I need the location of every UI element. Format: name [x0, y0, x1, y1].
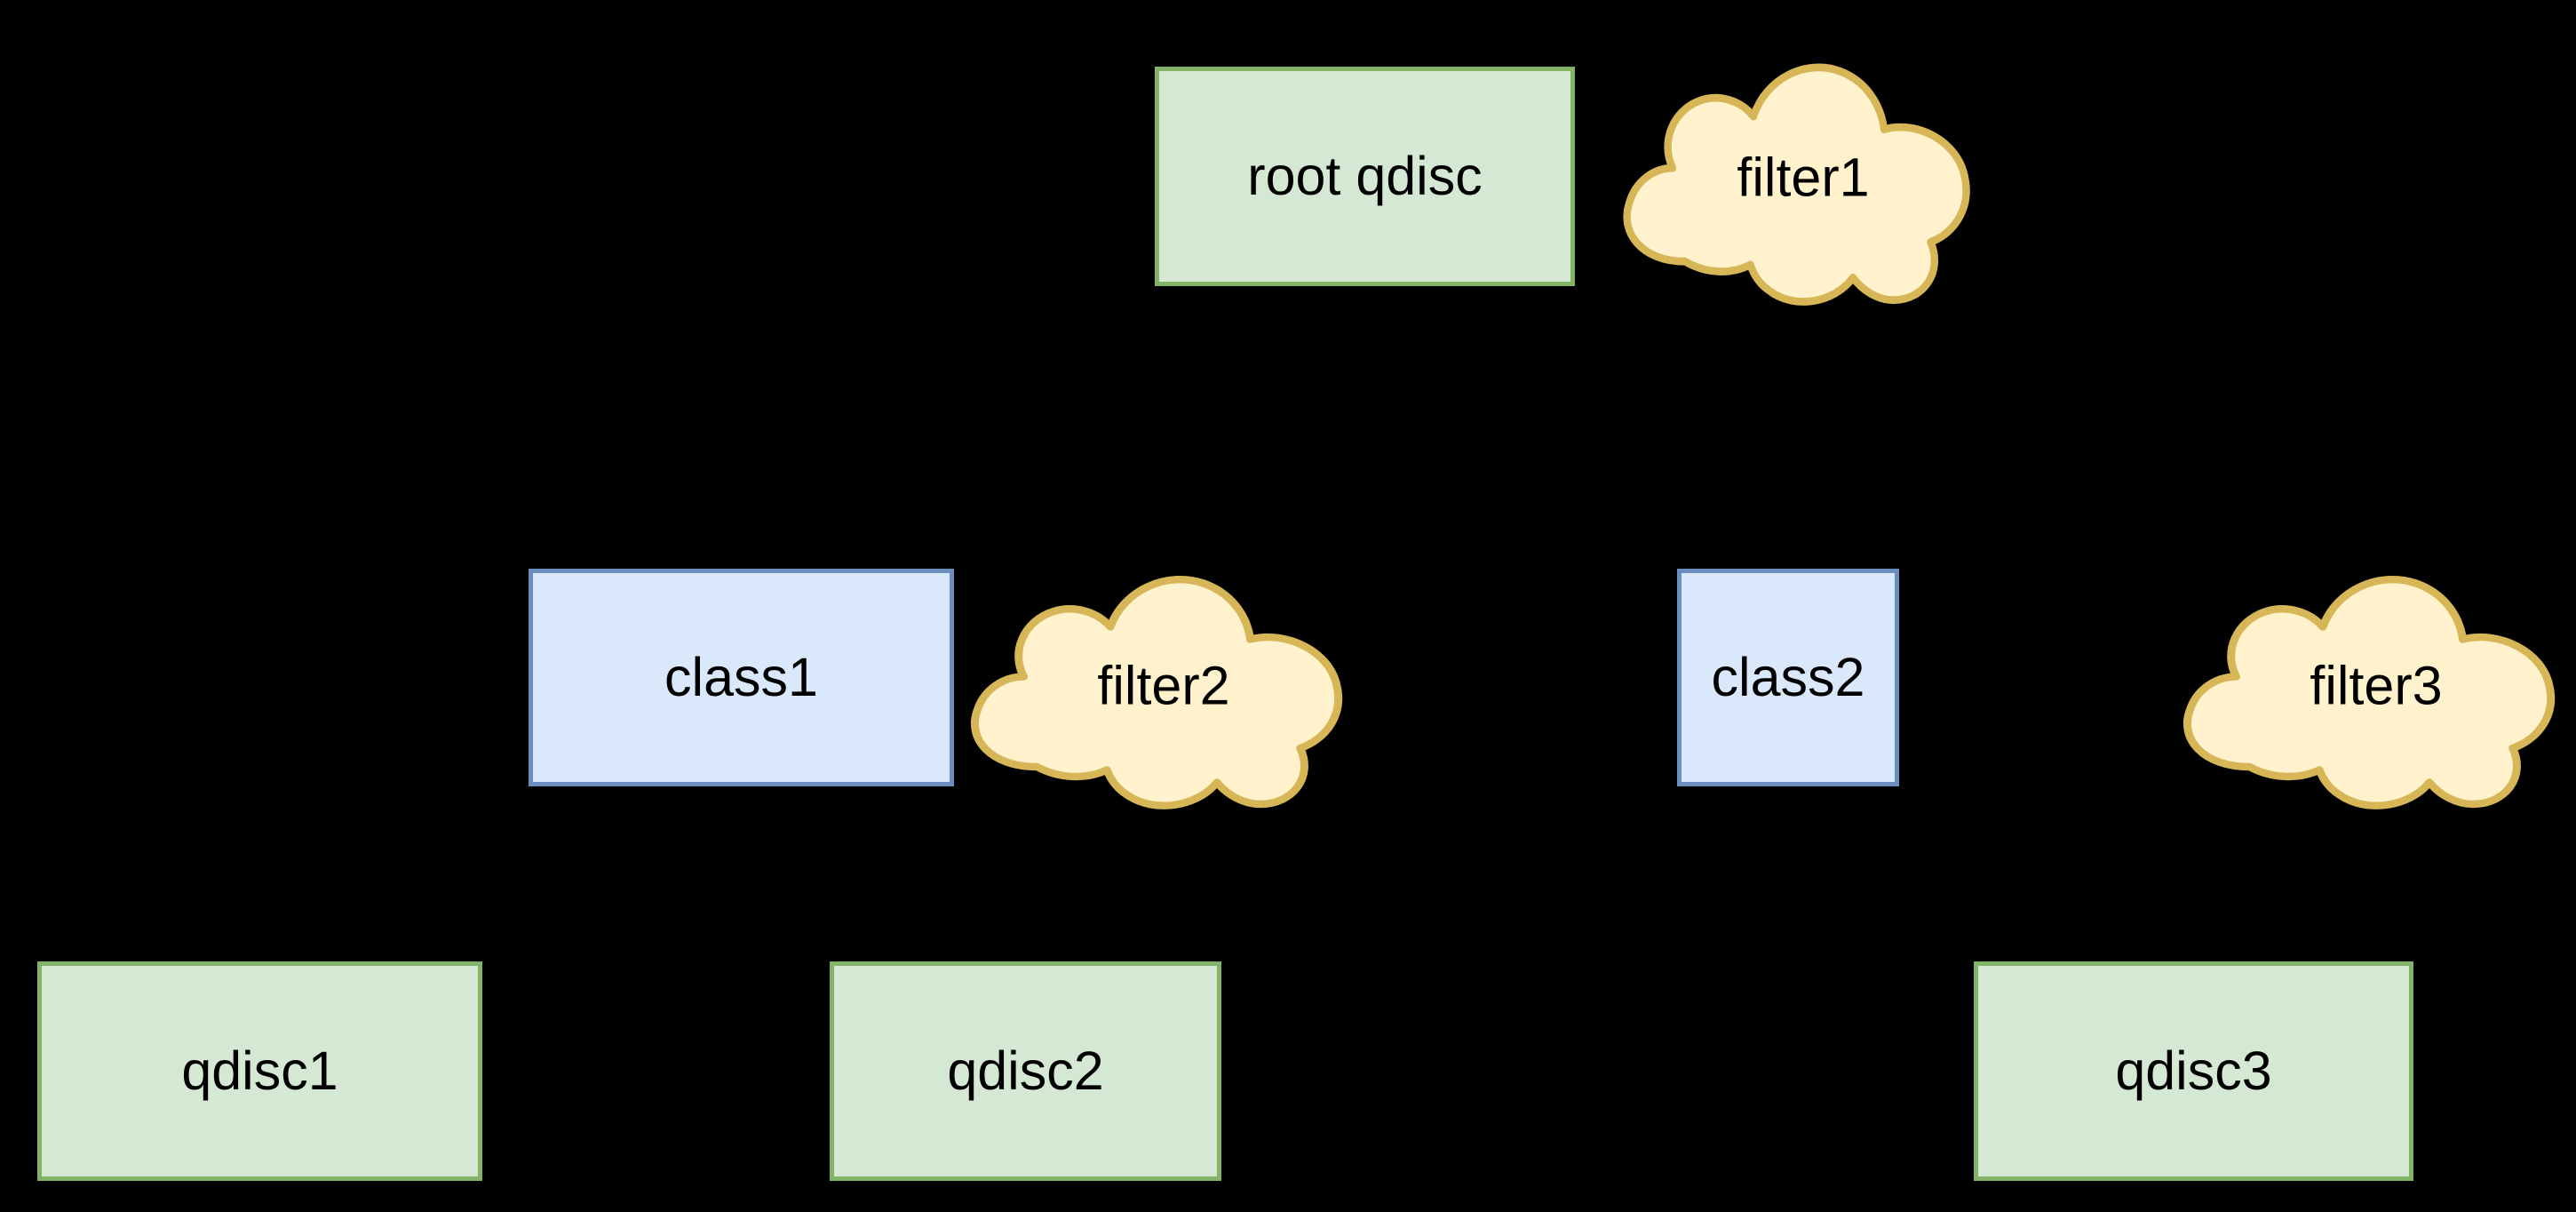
node-qdisc3[interactable]: qdisc3 — [1974, 961, 2413, 1181]
cloud-shape — [970, 576, 1342, 809]
edge-qdisc2-to-class1 — [723, 782, 1028, 961]
node-qdisc3-label: qdisc3 — [2115, 1041, 2272, 1101]
node-class1-label: class1 — [664, 647, 818, 707]
edge-class2-to-root-qdisc — [1347, 282, 1791, 569]
node-qdisc1-label: qdisc1 — [181, 1041, 338, 1101]
node-filter1-label: filter1 — [1737, 147, 1870, 208]
node-qdisc2[interactable]: qdisc2 — [830, 961, 1221, 1181]
node-root-qdisc[interactable]: root qdisc — [1155, 67, 1575, 286]
edge-qdisc1-to-class1 — [257, 782, 759, 961]
edge-class1-to-root-qdisc — [738, 282, 1382, 569]
node-class2[interactable]: class2 — [1677, 569, 1899, 786]
edge-qdisc3-to-class2 — [1770, 782, 2197, 961]
cloud-shape — [2182, 576, 2555, 809]
node-filter2[interactable]: filter2 — [964, 562, 1364, 810]
node-qdisc1[interactable]: qdisc1 — [37, 961, 482, 1181]
node-filter3-label: filter3 — [2310, 655, 2443, 716]
cloud-shape — [1623, 63, 1970, 306]
node-qdisc2-label: qdisc2 — [947, 1041, 1104, 1101]
node-class2-label: class2 — [1711, 647, 1865, 707]
node-class1[interactable]: class1 — [529, 569, 954, 786]
node-filter1[interactable]: filter1 — [1617, 49, 1990, 307]
node-filter3[interactable]: filter3 — [2176, 562, 2576, 810]
node-filter2-label: filter2 — [1097, 655, 1230, 716]
node-root-qdisc-label: root qdisc — [1247, 146, 1483, 206]
